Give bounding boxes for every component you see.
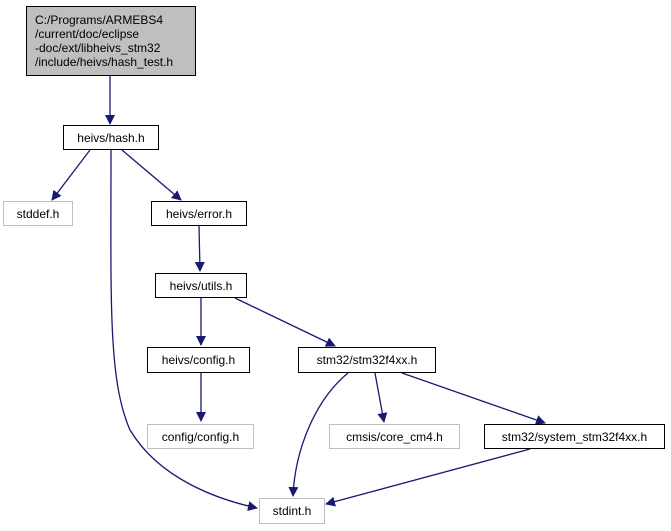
root-path-line-3: -doc/ext/libheivs_stm32	[35, 41, 161, 55]
node-heivs-error-h[interactable]: heivs/error.h	[151, 201, 247, 226]
root-path-line-1: C:/Programs/ARMEBS4	[35, 13, 164, 27]
root-path-line-4: /include/heivs/hash_test.h	[35, 55, 174, 69]
edge-hash-to-error	[121, 149, 182, 201]
edge-hash-to-stddef	[51, 149, 91, 201]
node-hash-test-h[interactable]: C:/Programs/ARMEBS4 /current/doc/eclipse…	[26, 6, 196, 76]
node-heivs-hash-h[interactable]: heivs/hash.h	[63, 125, 159, 150]
edge-utils-to-stm32	[234, 297, 336, 347]
node-heivs-config-h[interactable]: heivs/config.h	[147, 347, 250, 373]
edge-stm32-to-cmsis	[374, 372, 388, 423]
node-stm32-stm32f4xx-h[interactable]: stm32/stm32f4xx.h	[298, 347, 436, 373]
edge-stm32-to-system	[401, 372, 546, 425]
node-config-config-h[interactable]: config/config.h	[147, 424, 254, 449]
node-heivs-utils-h[interactable]: heivs/utils.h	[155, 273, 247, 298]
node-stdint-h[interactable]: stdint.h	[259, 498, 325, 524]
edge-error-to-utils	[194, 225, 205, 272]
node-cmsis-core-cm4-h[interactable]: cmsis/core_cm4.h	[329, 424, 460, 449]
root-path-line-2: /current/doc/eclipse	[35, 27, 140, 41]
node-stddef-h[interactable]: stddef.h	[3, 201, 73, 226]
edge-stm32-to-stdint	[288, 372, 349, 497]
node-stm32-system-stm32f4xx-h[interactable]: stm32/system_stm32f4xx.h	[484, 424, 665, 449]
edge-hash-to-stdint	[110, 149, 258, 511]
edge-system-to-stdint	[325, 448, 531, 507]
